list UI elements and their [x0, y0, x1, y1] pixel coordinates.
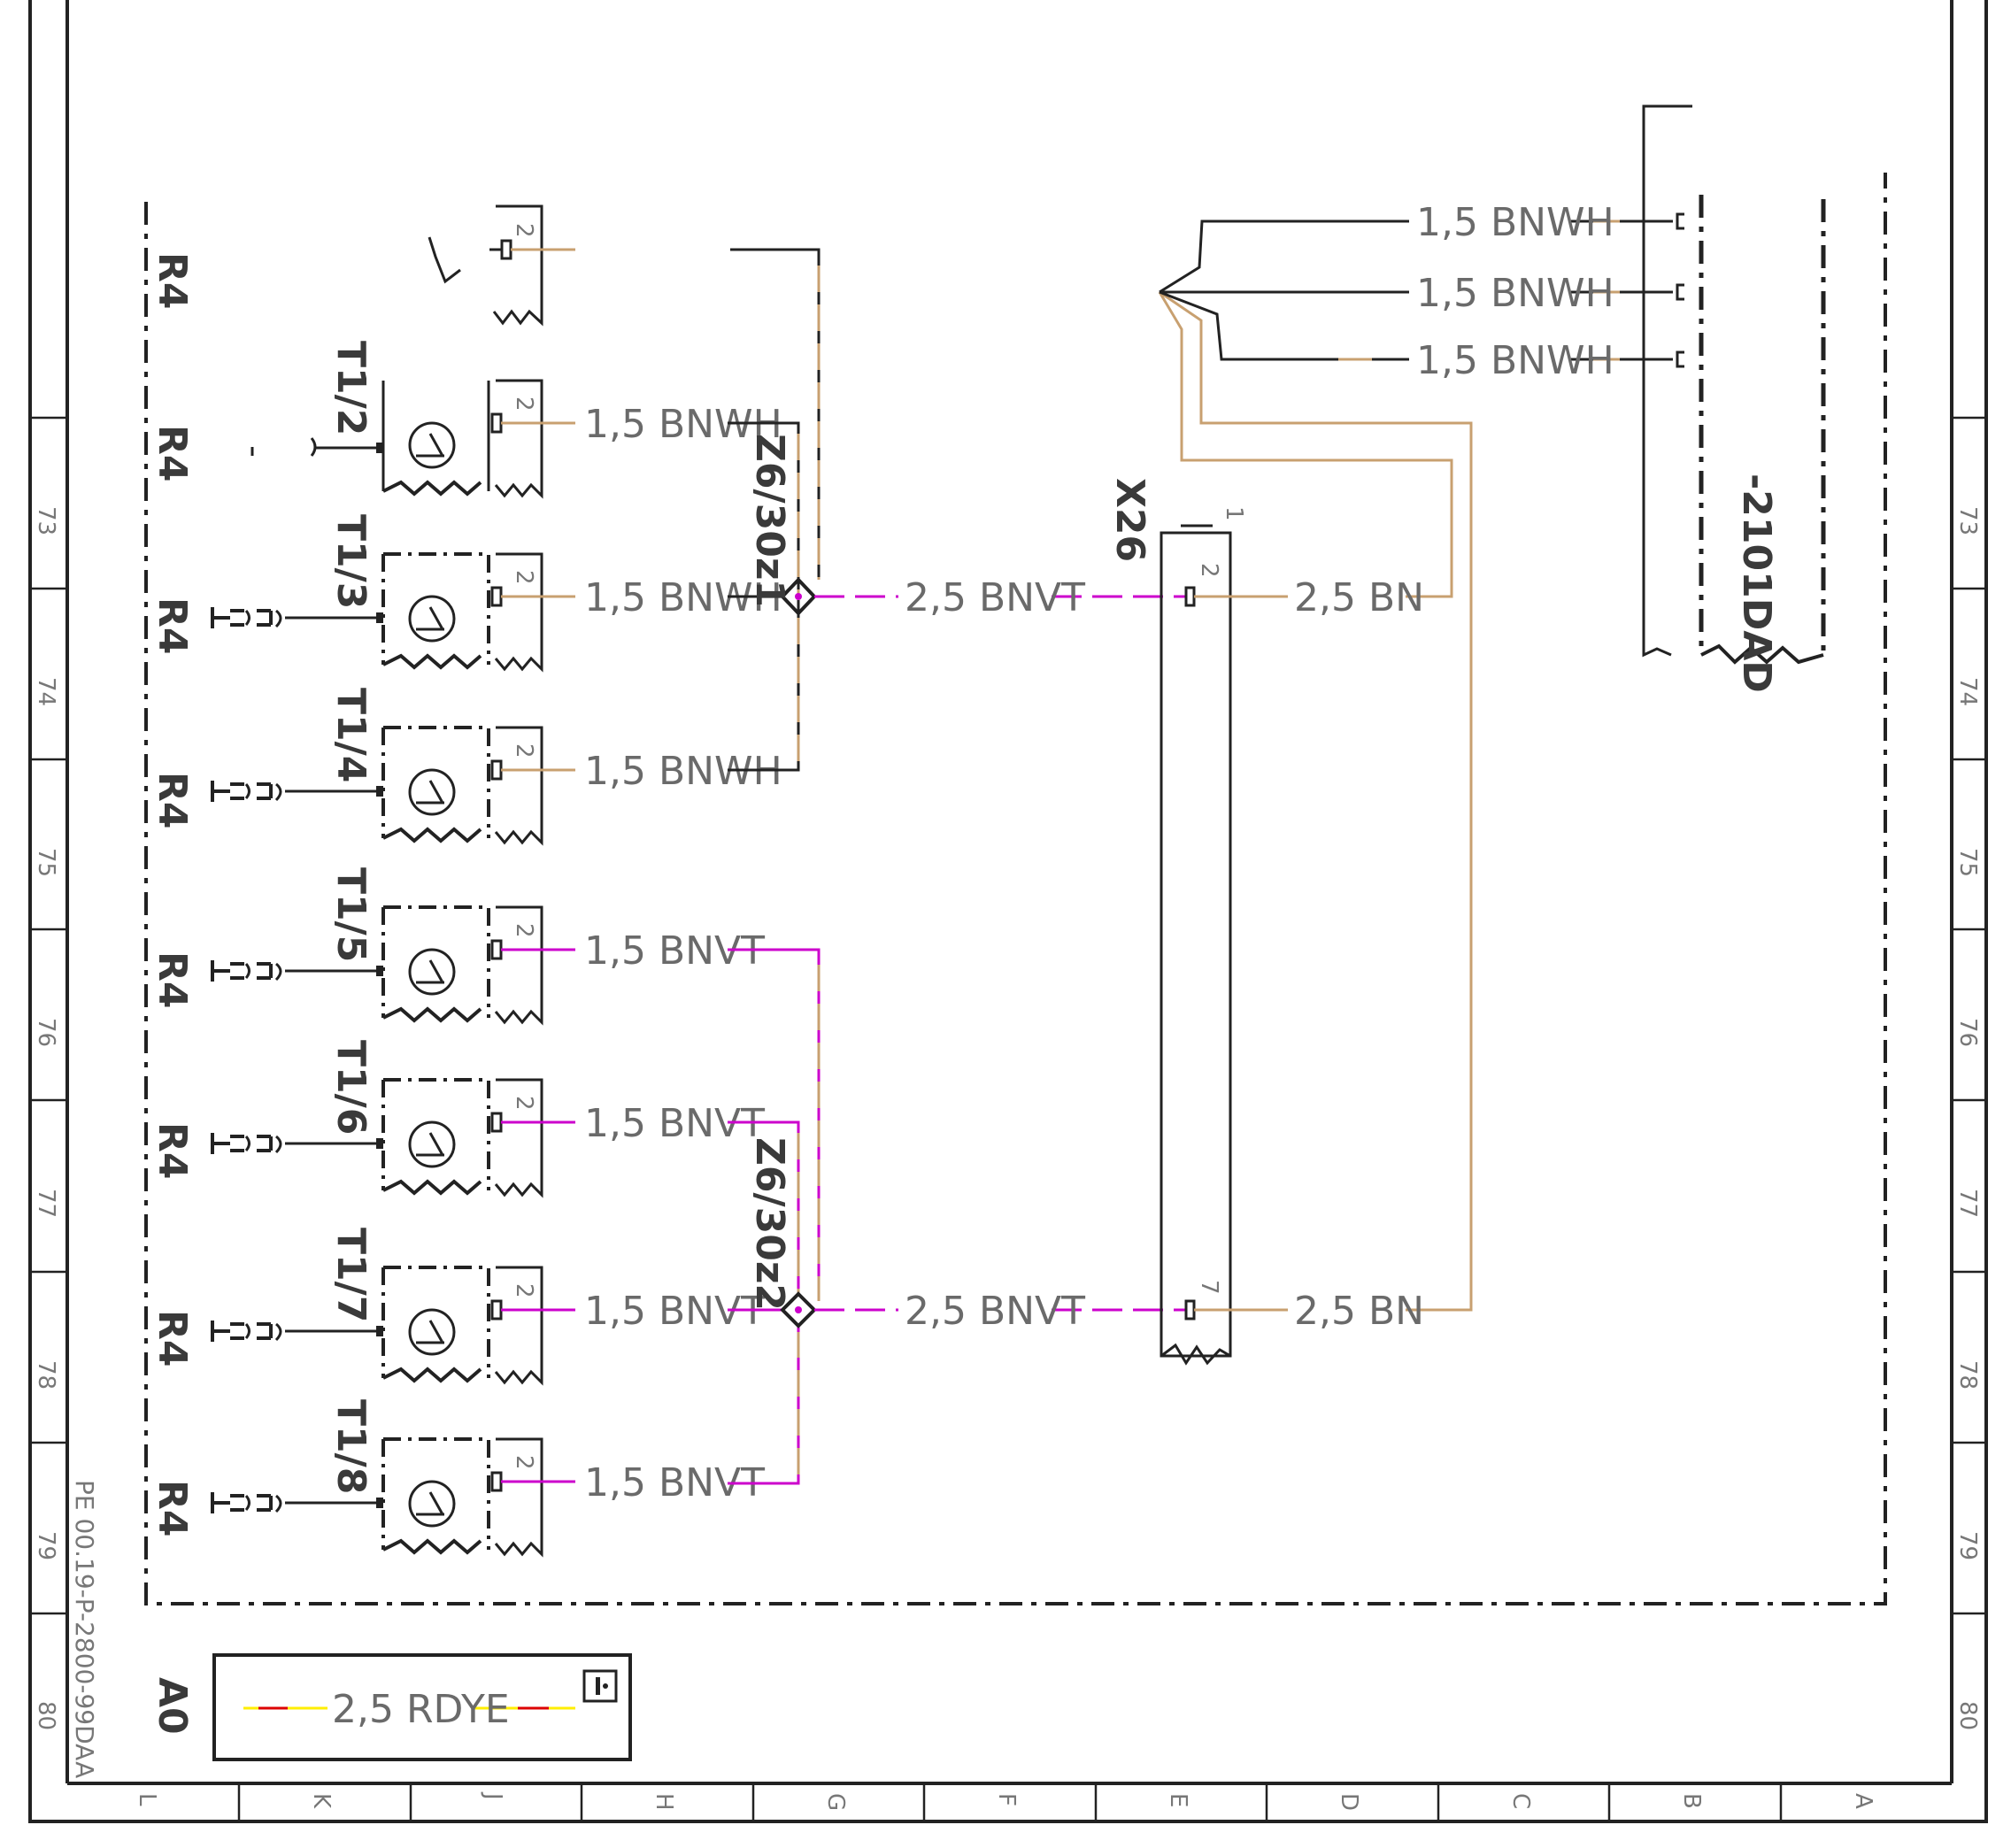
- row-label: 80: [1954, 1701, 1981, 1730]
- row-labels-left: 73 74 75 76 77 78 79 80: [33, 506, 59, 1730]
- sensor-label: T1/7: [328, 1228, 374, 1322]
- a0-label: A0: [150, 1677, 195, 1735]
- top-switch: [428, 204, 575, 327]
- pin-label: 7: [1196, 1280, 1222, 1295]
- sensor-t1-2: T1/2 2 1,5 BNWH: [250, 341, 782, 499]
- bnvt-wiring: [728, 948, 821, 1485]
- sensor-t1-4: T1/4 2 1,5 BNWH: [212, 688, 782, 843]
- row-label: 74: [33, 677, 59, 706]
- splice-to-x26-wires: [814, 595, 1186, 1312]
- sensor-label: T1/5: [328, 867, 374, 962]
- bnwh-wiring: [728, 248, 821, 772]
- sensor-t1-6: T1/6 2 1,5 BNVT: [212, 1040, 765, 1195]
- r4-label: R4: [150, 425, 195, 482]
- pin-label: 2: [511, 223, 537, 238]
- row-label: 79: [1954, 1531, 1981, 1560]
- row-label: 76: [33, 1018, 59, 1047]
- legend-wire-label: 2,5 RDYE: [332, 1687, 510, 1732]
- sensor-t1-7: T1/7 2 1,5 BNVT: [212, 1228, 765, 1382]
- sensor-label: T1/4: [328, 688, 374, 782]
- pin-label: 2: [511, 923, 537, 938]
- r4-labels: R4 R4 R4 R4 R4 R4 R4 R4: [150, 252, 195, 1537]
- pin-label: 2: [511, 1096, 537, 1111]
- drawing-frame: [28, 0, 1988, 1823]
- column-label: D: [1336, 1793, 1362, 1811]
- pin-label: 2: [511, 743, 537, 758]
- row-label: 73: [33, 506, 59, 535]
- wire-label: 2,5 BNVT: [905, 575, 1085, 620]
- column-label: J: [480, 1791, 506, 1800]
- pin-label: 2: [511, 1455, 537, 1470]
- column-label: F: [993, 1793, 1020, 1806]
- module-2101dad: [1642, 104, 1826, 665]
- wire-label: 1,5 BNWH: [1416, 200, 1614, 245]
- wire-label: 2,5 BNVT: [905, 1289, 1085, 1334]
- column-grid-lines: [237, 1783, 1783, 1821]
- splice-z6-30z1: Z6/30z1: [747, 434, 817, 616]
- wire-label: 2,5 BN: [1294, 575, 1424, 620]
- row-label: 76: [1954, 1018, 1981, 1047]
- connector-x26: [1160, 524, 1232, 1366]
- sensor-label: T1/2: [328, 341, 374, 435]
- column-labels: L K J H G F E D C B A: [134, 1791, 1876, 1811]
- wire-label: 1,5 BNWH: [1416, 271, 1614, 316]
- r4-label: R4: [150, 1122, 195, 1180]
- r4-label: R4: [150, 772, 195, 829]
- sensor-label: T1/3: [328, 514, 374, 609]
- pin-label: 2: [511, 397, 537, 412]
- x26-to-module-wires: [1158, 219, 1673, 1312]
- row-label: 74: [1954, 677, 1981, 706]
- row-label: 77: [1954, 1189, 1981, 1218]
- column-label: B: [1678, 1793, 1705, 1809]
- row-label: 79: [33, 1531, 59, 1560]
- row-label: 75: [33, 848, 59, 877]
- row-label: 78: [1954, 1360, 1981, 1390]
- sensor-label: T1/8: [328, 1399, 374, 1494]
- module-label: -2101DAD: [1734, 474, 1779, 693]
- row-grid-lines: [30, 416, 1986, 1615]
- drawing-id: PE 00.19-P-2800-99DAA: [70, 1480, 99, 1778]
- row-labels-right: 73 74 75 76 77 78 79 80: [1954, 506, 1981, 1730]
- r4-label: R4: [150, 252, 195, 310]
- splice-label: Z6/30z1: [747, 434, 792, 607]
- r4-label: R4: [150, 597, 195, 655]
- splice-z6-30z2: Z6/30z2: [747, 1137, 817, 1328]
- column-label: E: [1165, 1793, 1191, 1807]
- column-label: H: [651, 1793, 677, 1811]
- column-label: K: [308, 1793, 335, 1809]
- r4-label: R4: [150, 1310, 195, 1367]
- wire-label: 1,5 BNWH: [1416, 338, 1614, 383]
- row-label: 75: [1954, 848, 1981, 877]
- row-label: 80: [33, 1701, 59, 1730]
- column-label: A: [1850, 1793, 1876, 1809]
- column-label: L: [134, 1793, 160, 1806]
- connector-label: X26: [1107, 478, 1152, 562]
- r4-label: R4: [150, 1480, 195, 1537]
- splice-label: Z6/30z2: [747, 1137, 792, 1311]
- sensor-label: T1/6: [328, 1040, 374, 1135]
- row-label: 78: [33, 1360, 59, 1390]
- pin-label: 2: [511, 570, 537, 585]
- legend-a0: 2,5 RDYE A0: [150, 1653, 632, 1761]
- sensor-t1-8: T1/8 2 1,5 BNVT: [212, 1399, 765, 1554]
- column-label: G: [822, 1793, 849, 1811]
- pin-label: 1: [1221, 506, 1247, 521]
- row-label: 73: [1954, 506, 1981, 535]
- r4-label: R4: [150, 951, 195, 1009]
- r4-boundary: [144, 173, 1887, 1605]
- pin-label: 2: [1196, 563, 1222, 578]
- row-label: 77: [33, 1189, 59, 1218]
- wire-label: 2,5 BN: [1294, 1289, 1424, 1334]
- pin-label: 2: [511, 1283, 537, 1298]
- column-label: C: [1507, 1793, 1534, 1809]
- sensor-t1-3: T1/3 2 1,5 BNWH: [212, 514, 782, 669]
- sensor-t1-5: T1/5 2 1,5 BNVT: [212, 867, 765, 1022]
